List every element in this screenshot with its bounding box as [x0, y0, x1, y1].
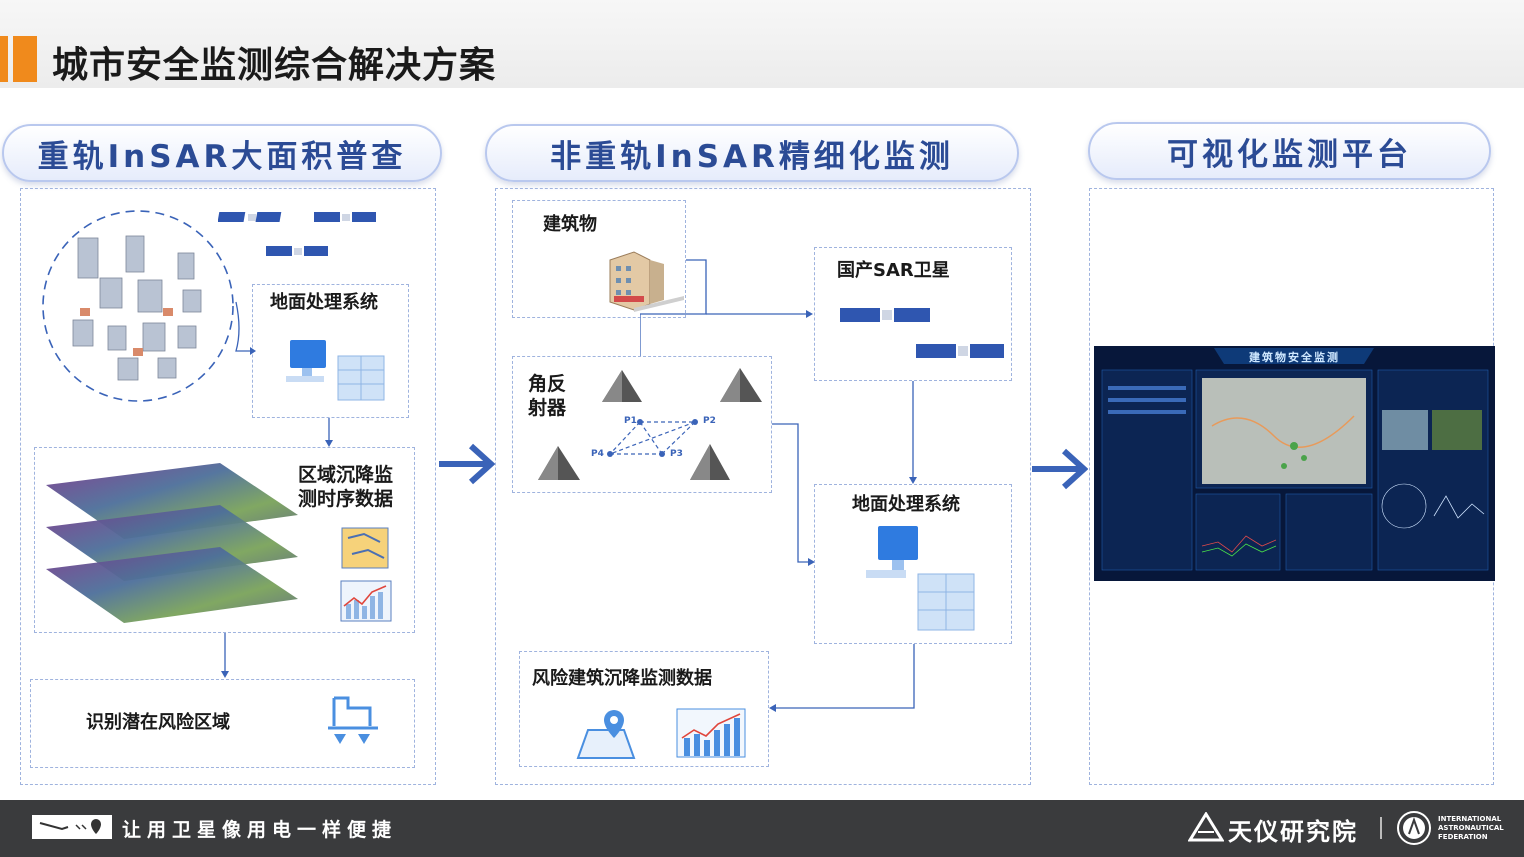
footer-slogan: 让用卫星像用电一样便捷	[122, 819, 398, 841]
ground-system-label-2: 地面处理系统	[852, 494, 960, 515]
column-frame-1	[20, 188, 436, 785]
corner-reflector-network-icon	[538, 368, 762, 480]
chart-icon	[676, 708, 746, 758]
map-icon	[341, 527, 389, 569]
iaf-text: INTERNATIONAL ASTRONAUTICAL FEDERATION	[1438, 815, 1504, 841]
column-title-2: 非重轨InSAR精细化监测	[485, 124, 1019, 182]
building-label: 建筑物	[543, 214, 597, 235]
connector-arrow	[325, 418, 333, 447]
accent-bar	[0, 36, 8, 82]
connector-arrow	[221, 633, 229, 678]
city-buildings-icon	[42, 210, 234, 402]
computer-server-icon	[866, 526, 975, 631]
point-label-p1: P1	[624, 416, 637, 426]
reflector-label-line1: 角反	[528, 373, 567, 395]
point-label-p2: P2	[703, 416, 716, 426]
point-label-p3: P3	[670, 449, 683, 459]
monitoring-platform-screenshot: 建筑物安全监测	[1094, 346, 1495, 581]
reflector-label-line2: 射器	[528, 397, 567, 419]
timeseries-box	[34, 447, 415, 633]
satellite-icon	[840, 308, 1004, 358]
risk-data-label: 风险建筑沉降监测数据	[532, 668, 712, 689]
column-frame-2	[495, 188, 1031, 785]
flow-arrow-right	[1032, 448, 1088, 490]
connector-arrow	[772, 423, 815, 566]
building-box	[512, 200, 686, 318]
page-title: 城市安全监测综合解决方案	[52, 45, 497, 86]
connector-arrow	[909, 381, 917, 484]
footer-bar	[0, 800, 1524, 857]
risk-area-box	[30, 679, 415, 768]
risk-data-box	[519, 651, 769, 767]
risk-area-label: 识别潜在风险区域	[86, 712, 230, 733]
satellite-group-icon	[218, 212, 376, 256]
computer-server-icon	[286, 340, 385, 401]
footer-divider	[1380, 817, 1382, 839]
building-warning-icon	[328, 696, 378, 744]
header-bar	[0, 0, 1524, 88]
timeseries-label-line1: 区域沉降监	[298, 464, 394, 486]
ground-system-label: 地面处理系统	[270, 292, 378, 313]
institute-name: 天仪研究院	[1228, 818, 1358, 846]
location-map-icon	[576, 710, 636, 759]
iaf-logo-icon	[1397, 811, 1431, 845]
connector-arrow	[769, 644, 915, 712]
column-title-3: 可视化监测平台	[1088, 122, 1491, 180]
ground-system-box-2	[814, 484, 1012, 644]
accent-bar-wide	[13, 36, 37, 82]
flow-arrow-right	[439, 443, 495, 485]
sar-satellite-label: 国产SAR卫星	[837, 260, 950, 281]
chart-icon	[340, 580, 392, 622]
connector-arrow	[640, 259, 813, 356]
platform-title: 建筑物安全监测	[1249, 351, 1340, 364]
satellite-logo-icon	[32, 815, 112, 839]
timeseries-label-line2: 测时序数据	[298, 488, 394, 510]
institute-logo-icon	[1188, 812, 1224, 842]
reflector-box	[512, 356, 772, 493]
insar-layers-icon	[46, 463, 298, 623]
platform-dashboard-graphic	[1094, 346, 1495, 581]
point-label-p4: P4	[591, 449, 604, 459]
building-icon	[609, 251, 684, 312]
column-title-1: 重轨InSAR大面积普查	[2, 124, 442, 182]
sar-satellite-box	[814, 247, 1012, 381]
connector-arrow	[235, 301, 256, 355]
